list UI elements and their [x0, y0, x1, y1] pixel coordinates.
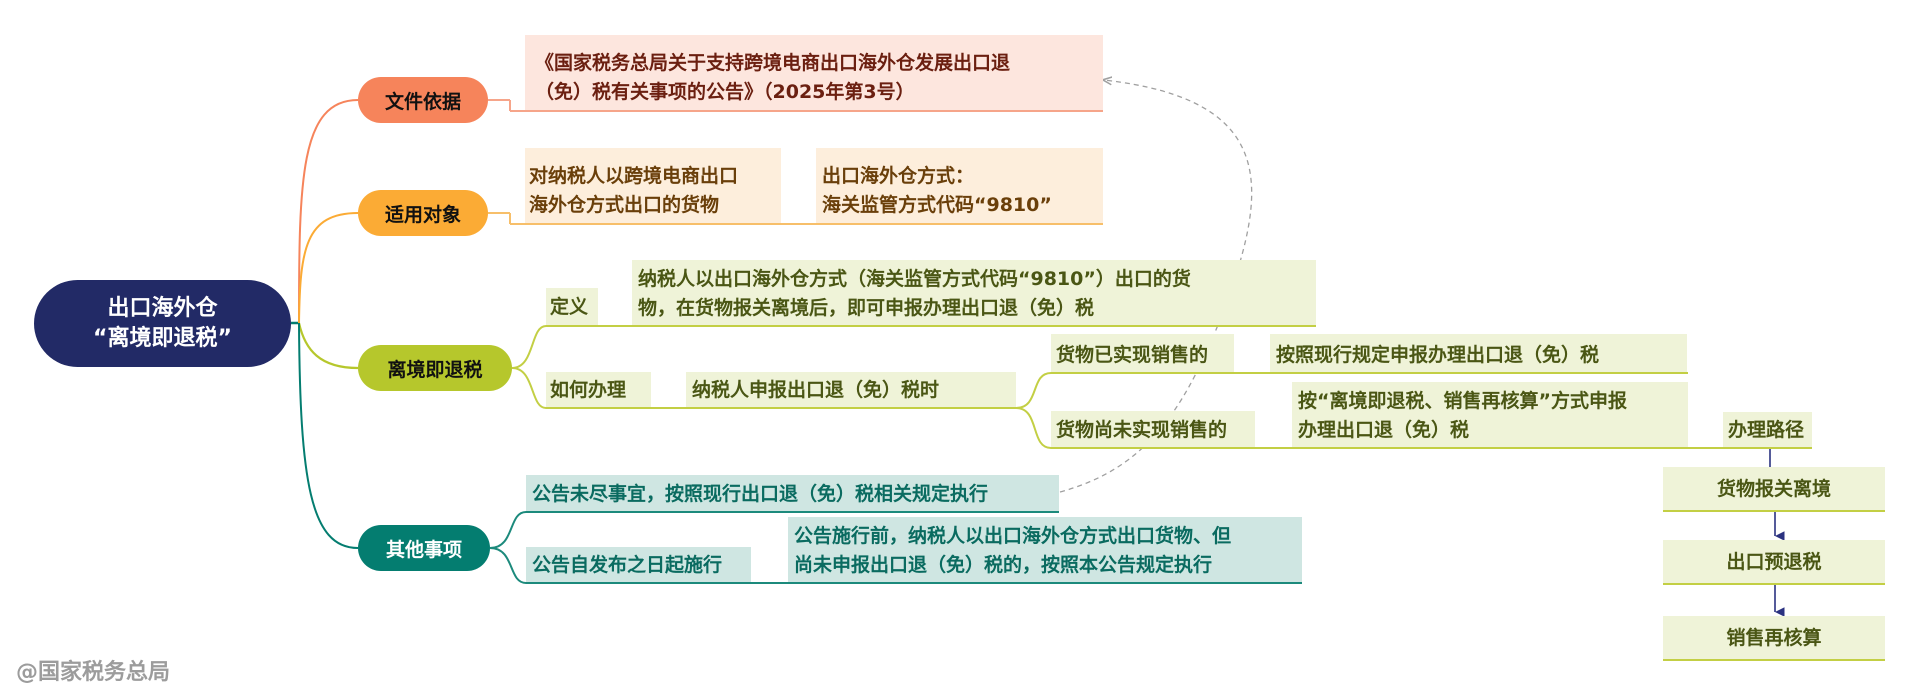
branch-other[interactable]: 其他事项 — [358, 525, 490, 571]
how-label-node[interactable]: 如何办理 — [546, 372, 651, 408]
definition-line1: 纳税人以出口海外仓方式（海关监管方式代码“9810”）出口的货 — [638, 268, 1191, 290]
case-sold-label: 货物已实现销售的 — [1056, 344, 1209, 366]
scope-mode-node[interactable]: 出口海外仓方式： 海关监管方式代码“9810” — [816, 148, 1103, 224]
other-item-1-underline — [526, 511, 1059, 513]
basis-underline — [510, 110, 1103, 112]
path-step-2-label: 出口预退税 — [1726, 550, 1822, 573]
branch-refund[interactable]: 离境即退税 — [358, 345, 512, 391]
case-sold-action-node[interactable]: 按照现行规定申报办理出口退（免）税 — [1270, 334, 1687, 373]
case-unsold-underline — [1051, 447, 1812, 449]
scope-target-node[interactable]: 对纳税人以跨境电商出口 海外仓方式出口的货物 — [525, 148, 781, 224]
definition-label: 定义 — [550, 296, 589, 318]
root-title-line2: “离境即退税” — [93, 325, 232, 351]
branch-scope[interactable]: 适用对象 — [358, 190, 488, 236]
other-item-2: 公告自发布之日起施行 — [532, 554, 723, 576]
other-item-2-underline — [526, 582, 1302, 584]
how-condition-node[interactable]: 纳税人申报出口退（免）税时 — [686, 372, 1016, 408]
case-sold-label-node[interactable]: 货物已实现销售的 — [1051, 334, 1234, 373]
branch-refund-label: 离境即退税 — [387, 358, 483, 381]
other-item-2-node[interactable]: 公告自发布之日起施行 — [526, 547, 751, 583]
watermark: @国家税务总局 — [16, 660, 171, 685]
scope-target-line1: 对纳税人以跨境电商出口 — [529, 165, 739, 187]
path-step-3[interactable]: 销售再核算 — [1663, 616, 1885, 660]
branch-other-label: 其他事项 — [385, 538, 462, 561]
path-step-3-underline — [1663, 659, 1885, 661]
basis-document-line2: （免）税有关事项的公告》（2025年第3号） — [535, 81, 915, 103]
case-unsold-action-line1: 按“离境即退税、销售再核算”方式申报 — [1298, 390, 1627, 412]
path-step-3-label: 销售再核算 — [1726, 626, 1822, 649]
basis-document-line1: 《国家税务总局关于支持跨境电商出口海外仓发展出口退 — [535, 52, 1011, 74]
branch-basis-label: 文件依据 — [384, 90, 461, 113]
other-item-1-node[interactable]: 公告未尽事宜，按照现行出口退（免）税相关规定执行 — [526, 475, 1059, 512]
case-unsold-label-node[interactable]: 货物尚未实现销售的 — [1051, 411, 1255, 448]
path-step-2-underline — [1663, 583, 1885, 585]
root-node[interactable]: 出口海外仓 “离境即退税” — [34, 280, 291, 367]
definition-label-node[interactable]: 定义 — [546, 288, 598, 326]
scope-mode-line1: 出口海外仓方式： — [822, 165, 975, 187]
how-underline — [546, 407, 1016, 409]
definition-text-node[interactable]: 纳税人以出口海外仓方式（海关监管方式代码“9810”）出口的货 物，在货物报关离… — [632, 260, 1316, 326]
path-step-2[interactable]: 出口预退税 — [1663, 540, 1885, 584]
scope-underline — [510, 223, 1103, 225]
case-unsold-action-node[interactable]: 按“离境即退税、销售再核算”方式申报 办理出口退（免）税 — [1292, 382, 1688, 448]
case-sold-action: 按照现行规定申报办理出口退（免）税 — [1276, 344, 1600, 366]
definition-underline — [546, 325, 1316, 327]
branch-scope-label: 适用对象 — [384, 203, 461, 226]
case-unsold-action-line2: 办理出口退（免）税 — [1298, 419, 1470, 441]
path-label: 办理路径 — [1728, 419, 1805, 441]
scope-mode-line2: 海关监管方式代码“9810” — [822, 194, 1052, 216]
how-condition: 纳税人申报出口退（免）税时 — [692, 379, 940, 401]
case-unsold-label: 货物尚未实现销售的 — [1056, 419, 1228, 441]
path-step-1[interactable]: 货物报关离境 — [1663, 467, 1885, 511]
path-label-node[interactable]: 办理路径 — [1723, 412, 1812, 448]
other-item-1: 公告未尽事宜，按照现行出口退（免）税相关规定执行 — [532, 483, 989, 505]
other-item-2-detail-node[interactable]: 公告施行前，纳税人以出口海外仓方式出口货物、但 尚未申报出口退（免）税的，按照本… — [788, 517, 1302, 583]
case-sold-underline — [1051, 372, 1688, 374]
other-item-2-detail-line2: 尚未申报出口退（免）税的，按照本公告规定执行 — [794, 554, 1213, 576]
basis-document-node[interactable]: 《国家税务总局关于支持跨境电商出口海外仓发展出口退 （免）税有关事项的公告》（2… — [525, 35, 1103, 111]
path-step-1-label: 货物报关离境 — [1716, 477, 1831, 500]
other-item-2-detail-line1: 公告施行前，纳税人以出口海外仓方式出口货物、但 — [794, 525, 1232, 547]
definition-line2: 物，在货物报关离境后，即可申报办理出口退（免）税 — [638, 297, 1095, 319]
path-step-1-underline — [1663, 510, 1885, 512]
how-label: 如何办理 — [550, 379, 627, 401]
branch-basis[interactable]: 文件依据 — [358, 77, 488, 123]
root-title-line1: 出口海外仓 — [107, 295, 218, 321]
scope-target-line2: 海外仓方式出口的货物 — [529, 194, 720, 216]
